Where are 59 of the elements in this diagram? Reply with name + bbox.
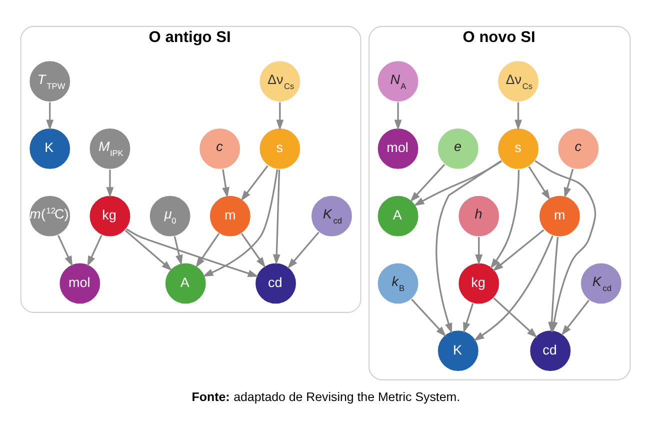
arrow	[240, 232, 266, 268]
node-circle: s	[258, 126, 302, 170]
node-circle: Δν$_{Cs}$	[497, 60, 540, 102]
arrow	[492, 228, 544, 271]
arrow	[410, 164, 446, 202]
arrow	[240, 164, 268, 201]
node-circle: cd	[254, 262, 297, 304]
node-circle: e	[436, 126, 480, 170]
node-circle: kg	[88, 194, 132, 237]
node-circle: K$_{cd}$	[580, 262, 622, 304]
arrow	[202, 168, 278, 276]
node-circle: μ$_{0}$	[148, 194, 192, 237]
node-circle: N$_{A}$	[376, 60, 420, 102]
arrow	[276, 102, 284, 130]
arrow	[490, 169, 520, 268]
arrow	[196, 232, 220, 268]
node-circle: K	[28, 126, 72, 170]
node-circle: h	[458, 194, 500, 237]
arrow	[414, 160, 502, 206]
arrow	[174, 236, 183, 266]
arrow	[561, 299, 590, 336]
arrow	[126, 228, 258, 276]
node-circle: K$_{cd}$	[310, 194, 353, 237]
arrow	[106, 169, 114, 198]
arrow	[564, 168, 574, 198]
node-circle: c	[557, 126, 600, 170]
node-circle: mol	[376, 126, 420, 170]
node-circle: s	[497, 126, 540, 170]
arrow	[124, 229, 172, 270]
arrow	[436, 160, 502, 334]
arrow	[57, 234, 73, 266]
node-circle: mol	[58, 262, 102, 304]
arrow	[474, 235, 554, 341]
node-circle: M$_{IPK}$	[88, 126, 132, 170]
node-circle: T$_{TPW}$	[28, 60, 72, 102]
node-circle: m	[538, 194, 581, 237]
arrow	[87, 234, 102, 266]
arrow	[394, 102, 402, 130]
node-circle: K	[436, 329, 480, 372]
node-circle: c	[198, 126, 242, 170]
arrow	[287, 231, 320, 268]
node-circle: A	[164, 262, 207, 304]
arrow	[528, 166, 550, 200]
node-circle: A	[376, 194, 420, 237]
arrow	[411, 298, 446, 336]
arrow	[475, 236, 483, 265]
arrow	[222, 168, 230, 198]
node-circle: Δν$_{Cs}$	[258, 60, 302, 102]
arrow	[514, 102, 522, 130]
caption: Fonte: adaptado de Revising the Metric System.	[192, 390, 460, 404]
node-circle: m	[208, 194, 252, 237]
node-circle: m($^{12}$C)	[28, 194, 72, 237]
node-circle: k$_{B}$	[376, 262, 420, 304]
arrow	[272, 169, 280, 264]
arrow	[493, 296, 538, 338]
arrow	[463, 302, 474, 333]
node-circle: kg	[458, 262, 500, 304]
node-circle: cd	[529, 329, 572, 372]
arrow	[46, 102, 54, 130]
